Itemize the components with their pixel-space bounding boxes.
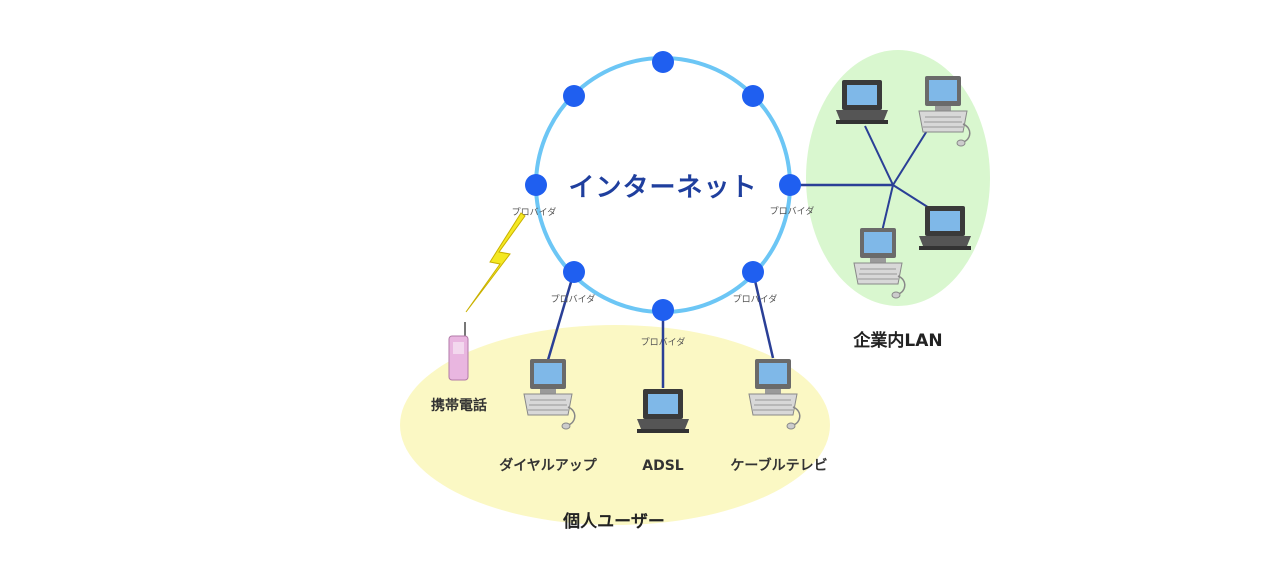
provider-node-top-left <box>563 85 585 107</box>
provider-node-left <box>525 174 547 196</box>
lan-link-1 <box>864 125 894 186</box>
internet-label: インターネット <box>568 173 757 203</box>
lightning-bolt-icon <box>465 212 526 313</box>
provider-node-top <box>652 51 674 73</box>
personal-users-label: 個人ユーザー <box>562 511 665 532</box>
mobile-phone-label: 携帯電話 <box>431 397 487 414</box>
provider-label-right: プロバイダ <box>770 205 815 217</box>
provider-node-right <box>779 174 801 196</box>
link-cable <box>751 271 775 359</box>
cable-tv-label: ケーブルテレビ <box>730 457 827 474</box>
provider-node-top-right <box>742 85 764 107</box>
lan-laptop-1-icon <box>836 80 888 124</box>
provider-label-left: プロバイダ <box>512 206 557 218</box>
provider-node-bottom-right <box>742 261 764 283</box>
provider-label-bottom-left: プロバイダ <box>551 293 596 305</box>
lan-laptop-2-icon <box>919 206 971 250</box>
mobile-phone-icon <box>448 322 469 381</box>
provider-label-bottom: プロバイダ <box>641 336 686 348</box>
provider-node-bottom <box>652 299 674 321</box>
provider-node-bottom-left <box>563 261 585 283</box>
adsl-label: ADSL <box>642 458 684 474</box>
provider-label-bottom-right: プロバイダ <box>733 293 778 305</box>
link-dialup <box>546 271 576 361</box>
dialup-label: ダイヤルアップ <box>499 457 598 474</box>
adsl-laptop-icon <box>637 389 689 433</box>
corporate-lan-label: 企業内LAN <box>852 330 942 351</box>
personal-users-area <box>400 325 830 525</box>
